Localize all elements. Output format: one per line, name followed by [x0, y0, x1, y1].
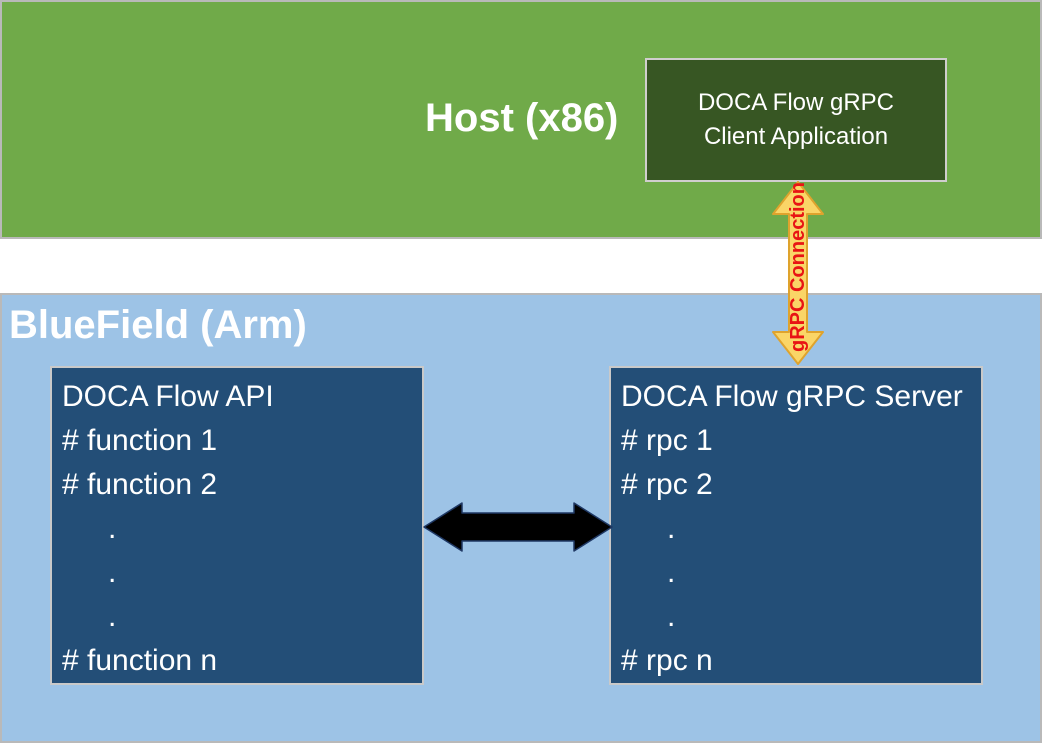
server-box-ellipsis-dot: . — [667, 556, 676, 589]
client-application-box-line2: Client Application — [703, 123, 889, 150]
host-band-label: Host (x86) — [425, 96, 619, 140]
bluefield-band-label: BlueField (Arm) — [9, 303, 307, 347]
api-box-line: # function 2 — [62, 468, 218, 501]
server-box-line: # rpc 2 — [621, 468, 713, 501]
api-box-ellipsis-dot: . — [108, 512, 117, 545]
server-box-line: # rpc n — [621, 644, 713, 677]
server-box-line: # rpc 1 — [621, 424, 713, 457]
grpc-server-box: DOCA Flow gRPC Server # rpc 1 # rpc 2 . … — [609, 366, 983, 685]
api-box-line: # function n — [62, 644, 218, 677]
server-box-ellipsis-dot: . — [667, 600, 676, 633]
api-server-arrow-icon — [423, 502, 613, 552]
api-box-ellipsis-dot: . — [108, 556, 117, 589]
server-box-ellipsis-dot: . — [667, 512, 676, 545]
server-box-title: DOCA Flow gRPC Server — [621, 380, 963, 413]
api-box-ellipsis-dot: . — [108, 600, 117, 633]
api-box-title: DOCA Flow API — [62, 380, 274, 413]
api-box-line: # function 1 — [62, 424, 218, 457]
doca-flow-api-box: DOCA Flow API # function 1 # function 2 … — [50, 366, 424, 685]
grpc-connection-label: gRPC Connection — [787, 182, 809, 352]
client-application-box: DOCA Flow gRPC Client Application — [645, 58, 947, 182]
client-application-box-line1: DOCA Flow gRPC — [697, 89, 895, 116]
grpc-connection-arrow-icon — [772, 181, 824, 365]
